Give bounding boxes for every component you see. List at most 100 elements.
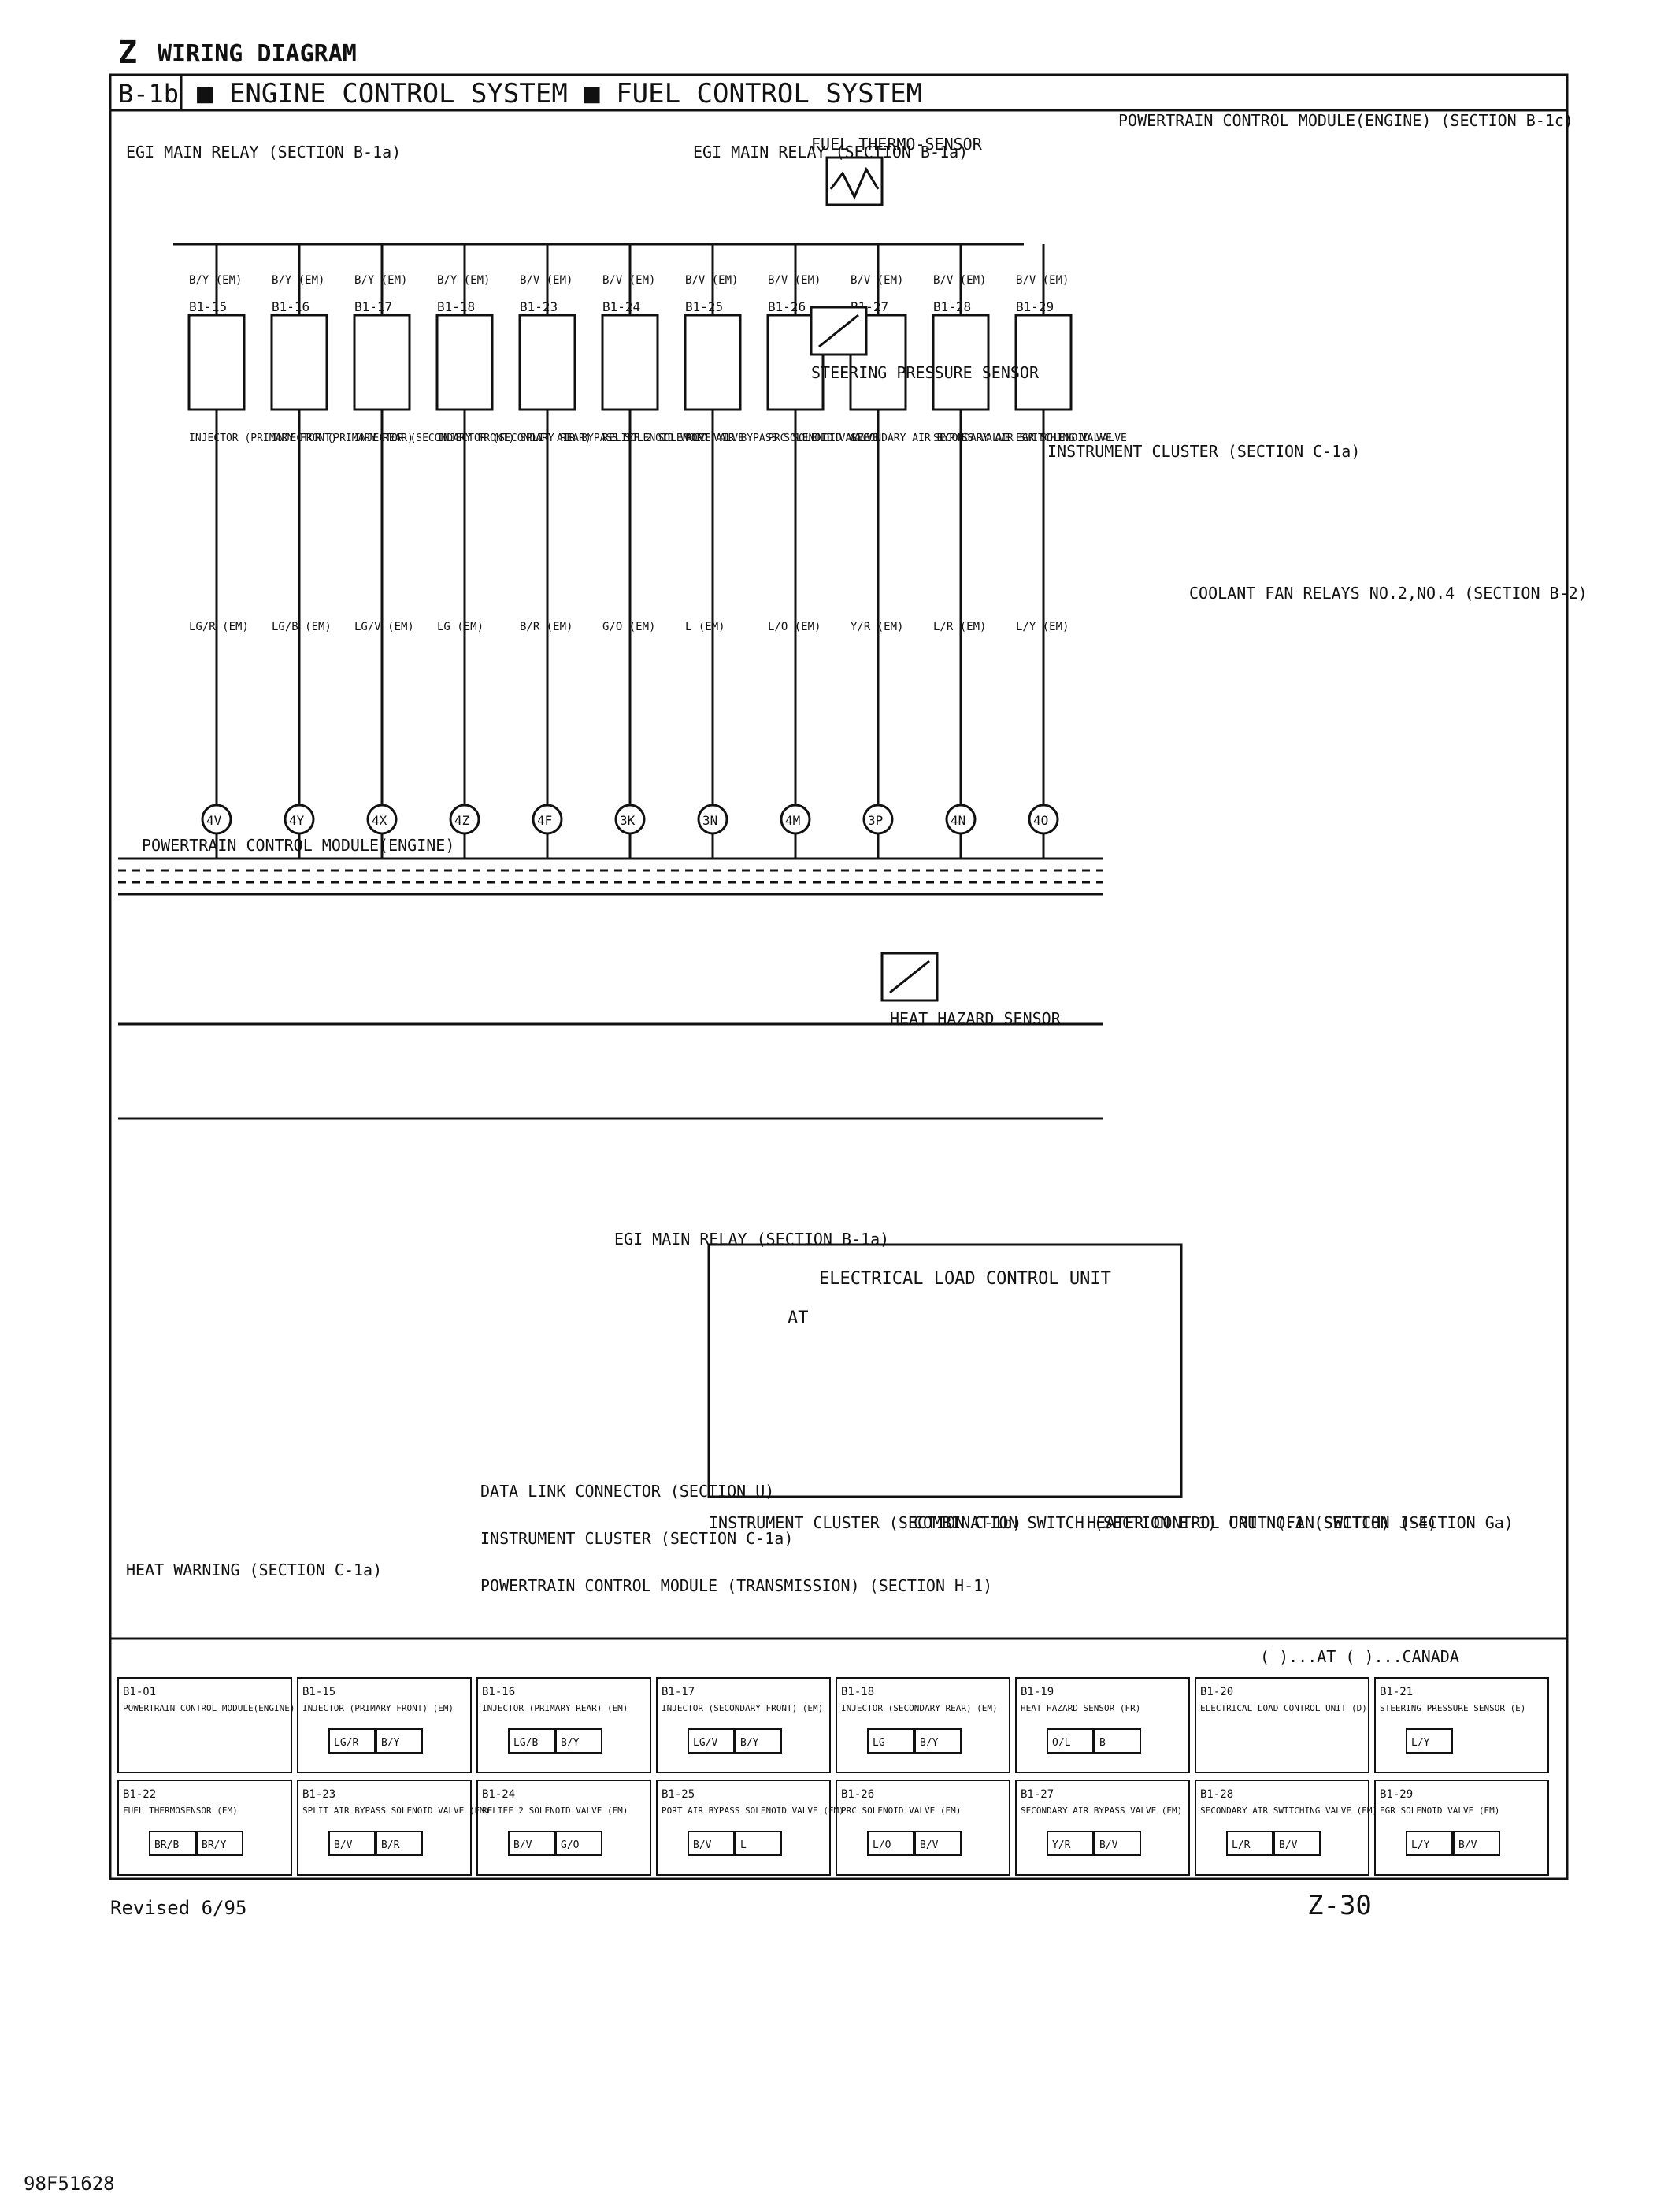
inst-cluster-18-label: INSTRUMENT CLUSTER (SECTION C-1a) xyxy=(480,1529,793,1548)
component-id: B1-25 xyxy=(685,299,723,314)
pcm-pin xyxy=(945,804,977,835)
connector-pin: B/V xyxy=(1099,1839,1118,1851)
heat-hazard-label: HEAT HAZARD SENSOR xyxy=(890,1009,1062,1028)
wire-out: B/R (EM) xyxy=(520,621,573,633)
connector-id: B1-23 xyxy=(302,1788,335,1801)
connector-b1-26 xyxy=(836,1780,1010,1876)
pcm-pin-label: 4Z xyxy=(454,813,470,828)
connector-pin: B/V xyxy=(920,1839,939,1851)
connector-pin: B/Y xyxy=(561,1737,580,1749)
connector-id: B1-18 xyxy=(841,1686,874,1698)
connector-pin: LG xyxy=(873,1737,885,1749)
inst-cluster-25-label: INSTRUMENT CLUSTER (SECTION C-1b) xyxy=(709,1513,1021,1532)
egi-relay-15-label: EGI MAIN RELAY (SECTION B-1a) xyxy=(693,143,968,161)
component-id: B1-24 xyxy=(602,299,640,314)
pcm-pin-label: 3N xyxy=(702,813,717,828)
component-name: SPLIT AIR BYPASS SOLENOID VALVE xyxy=(520,432,711,444)
connector-pin: B/V xyxy=(1458,1839,1477,1851)
wire-in: B/V (EM) xyxy=(933,274,986,287)
wire-in: B/V (EM) xyxy=(520,274,573,287)
connector-pin: B/V xyxy=(334,1839,353,1851)
pcm-pin-label: 4V xyxy=(206,813,222,828)
component-id: B1-28 xyxy=(933,299,971,314)
connector-name: POWERTRAIN CONTROL MODULE(ENGINE) xyxy=(123,1703,295,1713)
pcm-pin xyxy=(614,804,646,835)
component-name: PORT AIR BYPASS SOLENOID VALVE xyxy=(685,432,870,444)
component-b1-17 xyxy=(353,314,411,411)
connector-name: INJECTOR (SECONDARY REAR) (EM) xyxy=(841,1703,998,1713)
diagram-title: ■ ENGINE CONTROL SYSTEM ■ FUEL CONTROL S… xyxy=(197,78,922,109)
wire-in: B/V (EM) xyxy=(1016,274,1069,287)
pcm-pin xyxy=(284,804,315,835)
steering-label: STEERING PRESSURE SENSOR xyxy=(811,363,1040,382)
component-b1-25 xyxy=(684,314,742,411)
connector-pin: G/O xyxy=(561,1839,580,1851)
wire-in: B/V (EM) xyxy=(602,274,655,287)
wire-out: L/O (EM) xyxy=(768,621,821,633)
pcm-pin-label: 3K xyxy=(620,813,636,828)
pcm-pin xyxy=(862,804,894,835)
egi-relay-11-label: EGI MAIN RELAY (SECTION B-1a) xyxy=(126,143,401,161)
fuel-thermo-label: FUEL THERMO-SENSOR xyxy=(811,135,983,154)
connector-pin: B/Y xyxy=(381,1737,400,1749)
revised-date: Revised 6/95 xyxy=(110,1897,246,1919)
connector-pin: B/Y xyxy=(920,1737,939,1749)
diagram-frame xyxy=(109,73,1569,1880)
cpu-label: CPU NO.1 (SECTION J-4) xyxy=(1229,1513,1437,1532)
connector-b1-23 xyxy=(297,1780,472,1876)
connector-pin: Y/R xyxy=(1052,1839,1071,1851)
component-b1-28 xyxy=(932,314,990,411)
pcm-right-label: POWERTRAIN CONTROL MODULE(ENGINE) (SECTI… xyxy=(1118,111,1573,130)
section-title: WIRING DIAGRAM xyxy=(158,40,357,68)
pcm-pin-label: 4N xyxy=(951,813,965,828)
wire-out: LG (EM) xyxy=(437,621,484,633)
connector-name: FUEL THERMOSENSOR (EM) xyxy=(123,1806,238,1816)
connector-b1-28 xyxy=(1195,1780,1369,1876)
wire-out: LG/B (EM) xyxy=(272,621,332,633)
connector-b1-25 xyxy=(656,1780,831,1876)
connector-pin: L/R xyxy=(1232,1839,1251,1851)
connector-name: SECONDARY AIR SWITCHING VALVE (EM) xyxy=(1200,1806,1377,1816)
component-name: RELIEF 2 SOLENOID VALVE xyxy=(602,432,744,444)
component-name: INJECTOR (SECONDARY FRONT) xyxy=(354,432,515,444)
heat-warning-label: HEAT WARNING (SECTION C-1a) xyxy=(126,1561,382,1579)
connector-b1-27 xyxy=(1015,1780,1190,1876)
legend-note: ( )...AT ( )...CANADA xyxy=(1260,1647,1459,1666)
page-number: Z-30 xyxy=(1307,1890,1372,1921)
connector-pin: B/V xyxy=(1279,1839,1298,1851)
pcm-pin xyxy=(201,804,232,835)
connector-id: B1-17 xyxy=(662,1686,695,1698)
connector-id: B1-15 xyxy=(302,1686,335,1698)
connector-b1-15 xyxy=(297,1677,472,1773)
connector-id: B1-01 xyxy=(123,1686,156,1698)
connector-id: B1-26 xyxy=(841,1788,874,1801)
wire-in: B/Y (EM) xyxy=(189,274,242,287)
connector-b1-01 xyxy=(117,1677,292,1773)
connector-pin: BR/B xyxy=(154,1839,179,1851)
component-b1-16 xyxy=(270,314,328,411)
wire-out: LG/R (EM) xyxy=(189,621,249,633)
pcm-pin xyxy=(532,804,563,835)
wire-out: G/O (EM) xyxy=(602,621,655,633)
at-label: AT xyxy=(788,1308,809,1328)
connector-pin: L/Y xyxy=(1411,1839,1430,1851)
dlc-label: DATA LINK CONNECTOR (SECTION U) xyxy=(480,1482,774,1501)
pcm-pin-label: 3P xyxy=(868,813,883,828)
pcm-pin xyxy=(780,804,811,835)
section-letter: Z xyxy=(118,35,137,71)
pcm-pin xyxy=(366,804,398,835)
pcm-trans-label: POWERTRAIN CONTROL MODULE (TRANSMISSION)… xyxy=(480,1576,992,1595)
connector-id: B1-25 xyxy=(662,1788,695,1801)
connector-name: SECONDARY AIR BYPASS VALVE (EM) xyxy=(1021,1806,1182,1816)
wire-out: L (EM) xyxy=(685,621,725,633)
coolant-label: COOLANT FAN RELAYS NO.2,NO.4 (SECTION B-… xyxy=(1189,584,1588,603)
connector-b1-20 xyxy=(1195,1677,1369,1773)
inst-cluster-30-label: INSTRUMENT CLUSTER (SECTION C-1a) xyxy=(1047,442,1360,461)
component-id: B1-29 xyxy=(1016,299,1054,314)
component-id: B1-17 xyxy=(354,299,392,314)
component-name: SECONDARY AIR BYPASS VALVE xyxy=(851,432,1011,444)
connector-b1-17 xyxy=(656,1677,831,1773)
connector-id: B1-16 xyxy=(482,1686,515,1698)
pcm-pin-label: 4F xyxy=(537,813,552,828)
doc-id: 98F51628 xyxy=(24,2173,115,2195)
